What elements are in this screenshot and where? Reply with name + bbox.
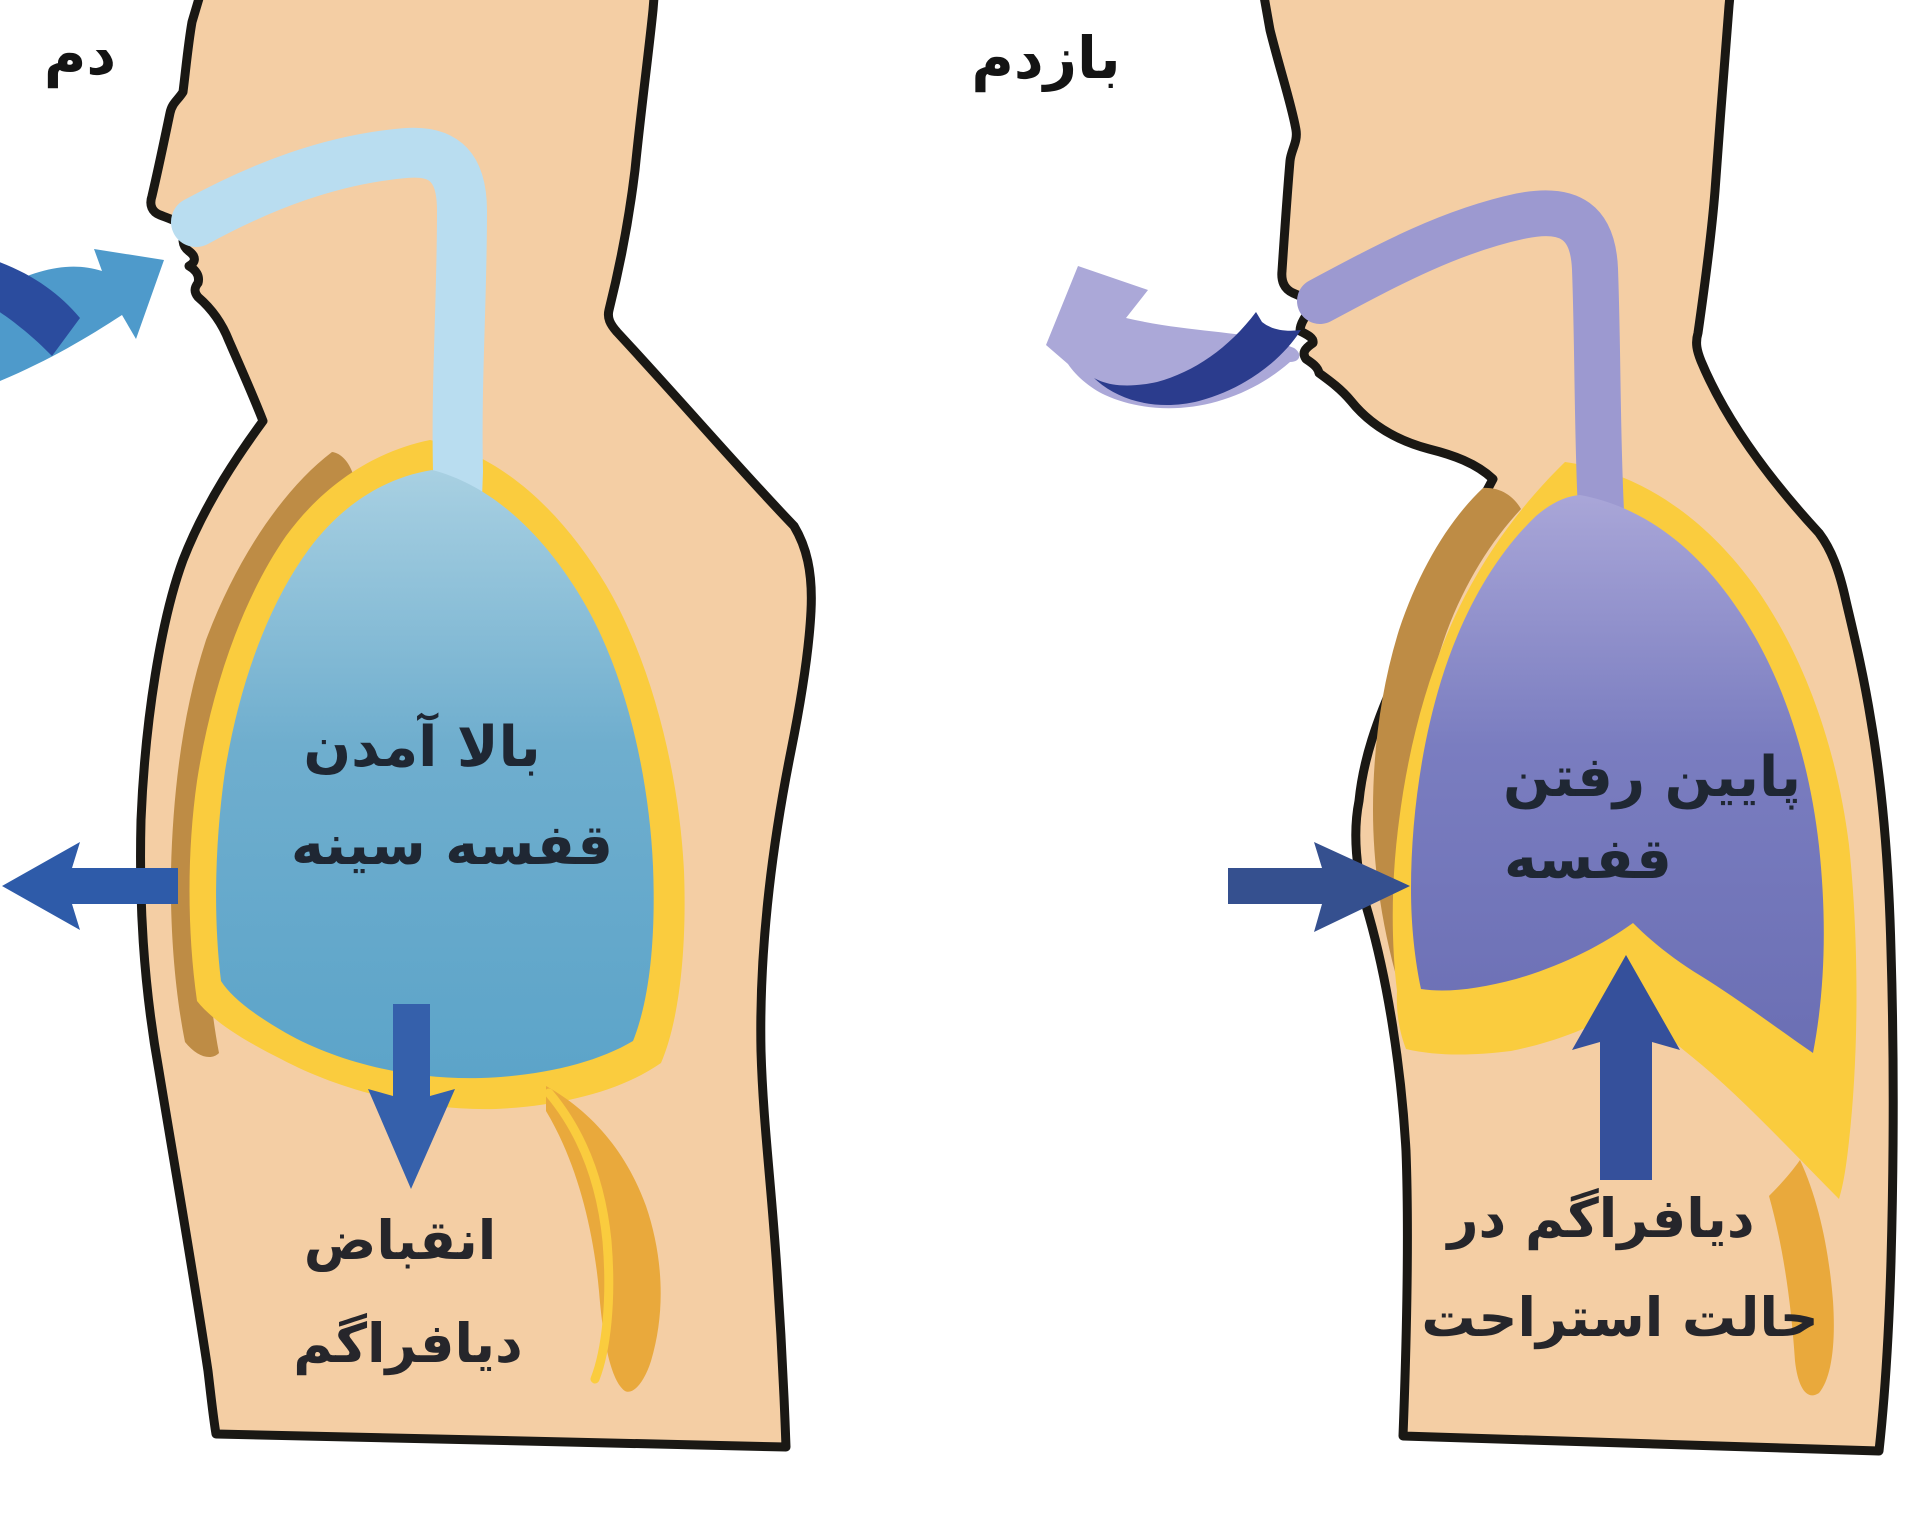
- chest-contract-arrow-icon: [1228, 842, 1410, 932]
- chest-expand-arrow-icon: [2, 842, 178, 930]
- exhale-airway: [1297, 190, 1624, 534]
- inhale-curved-arrow-icon: [0, 249, 164, 382]
- exhale-curved-arrow-shade: [1094, 312, 1301, 406]
- exhale-lung: [1411, 495, 1824, 1053]
- inhale-figure: [0, 0, 816, 1452]
- inhale-lung: [216, 470, 654, 1079]
- exhale-figure: [1046, 0, 1898, 1456]
- diaphragm-contract-down-arrow-icon: [368, 1004, 455, 1189]
- inhale-diaphragm-tail-highlight: [544, 1088, 614, 1384]
- inhale-airway: [171, 127, 488, 523]
- exhale-diaphragm-tail: [1769, 1160, 1834, 1396]
- inhale-curved-arrow-shade: [0, 262, 80, 356]
- diaphragm-relax-up-arrow-icon: [1572, 955, 1680, 1180]
